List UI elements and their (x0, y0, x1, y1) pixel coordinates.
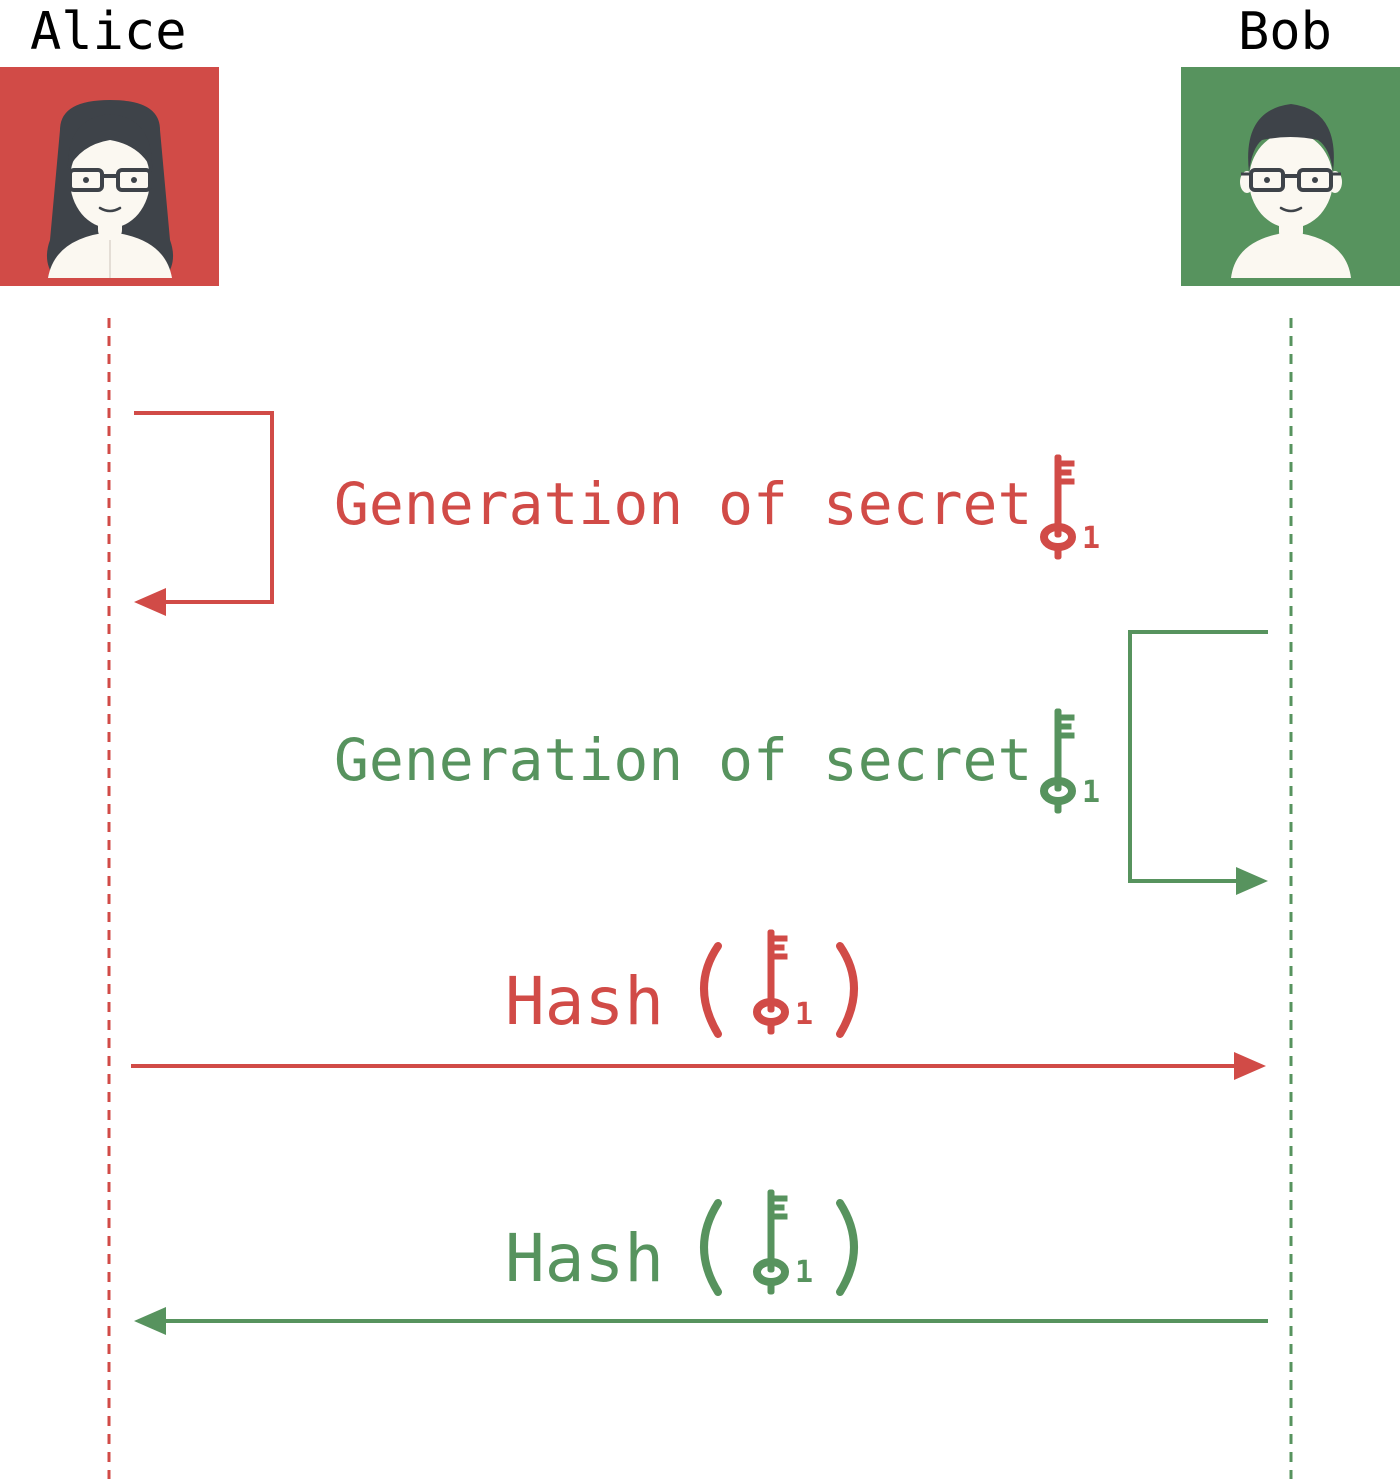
bob-avatar (1181, 67, 1400, 286)
hash-arrow-alice-to-bob (131, 1052, 1266, 1080)
key-icon (757, 930, 787, 1034)
alice-name: Alice (30, 2, 187, 62)
key-icon (1044, 455, 1074, 559)
key-icon (757, 1190, 787, 1294)
open-paren (700, 942, 722, 1038)
message-label-3: Hash (505, 963, 664, 1040)
message-label-2: Generation of secret (334, 726, 1032, 794)
key-icon (1044, 709, 1074, 813)
key-subscript: 1 (1082, 775, 1100, 810)
message-label-4: Hash (505, 1220, 664, 1297)
close-paren (836, 942, 858, 1038)
bob-self-arrow (1128, 630, 1268, 895)
alice-avatar (0, 67, 219, 286)
alice-self-arrow (134, 411, 274, 616)
hash-arrow-bob-to-alice (134, 1307, 1268, 1335)
key-subscript: 1 (795, 1255, 813, 1290)
key-subscript: 1 (795, 997, 813, 1032)
key-subscript: 1 (1082, 521, 1100, 556)
close-paren (836, 1199, 858, 1296)
bob-name: Bob (1238, 2, 1332, 62)
message-label-1: Generation of secret (334, 470, 1032, 538)
open-paren (700, 1199, 722, 1296)
